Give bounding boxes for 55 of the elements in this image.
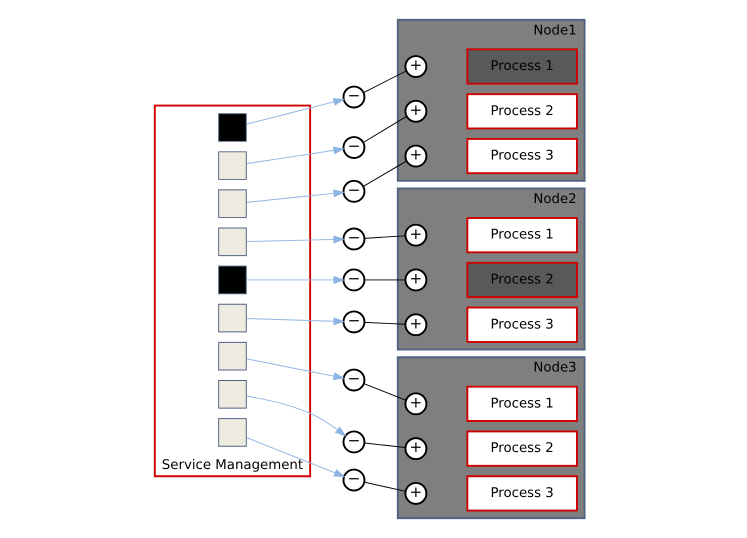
arrow: [246, 235, 345, 244]
node-box: Process 3: [466, 306, 578, 343]
node-circle: +: [404, 313, 428, 336]
node-circle: −: [342, 180, 366, 203]
node-circle: +: [404, 392, 428, 416]
connector: [364, 482, 406, 492]
node-circle: +: [404, 437, 428, 460]
node-box: [218, 418, 247, 447]
arrow: [246, 358, 345, 380]
arrow: [246, 317, 345, 326]
node-circle: +: [404, 268, 428, 292]
node-circle: −: [342, 430, 366, 454]
node-circle: −: [342, 268, 366, 292]
node-box: [218, 342, 247, 370]
node-box: Process 2: [466, 93, 578, 130]
node-box: Process 2: [466, 262, 578, 298]
arrow: [246, 189, 345, 203]
node-circle: −: [342, 228, 366, 250]
connector: [362, 116, 408, 143]
connector: [364, 279, 406, 280]
arrow: [246, 146, 345, 164]
node-circle: +: [404, 144, 428, 168]
connector: [364, 322, 406, 325]
node-circle: −: [342, 86, 366, 108]
cluster: Service Management: [154, 104, 312, 478]
node-box: [218, 380, 247, 409]
node-box: Process 1: [466, 217, 578, 254]
connector: [364, 442, 406, 448]
node-box: Process 2: [466, 430, 578, 467]
node-circle: −: [342, 368, 366, 392]
node-circle: +: [404, 100, 428, 123]
node-circle: +: [404, 482, 428, 505]
arrow: [246, 276, 345, 284]
node-box: Process 3: [466, 138, 578, 174]
node-circle: −: [342, 468, 366, 492]
node-box: [218, 304, 247, 332]
connector: [363, 70, 407, 94]
node-circle: +: [404, 55, 428, 78]
connector: [364, 383, 406, 401]
node-box: [218, 266, 247, 294]
connector: [362, 160, 407, 187]
node-box: Process 1: [466, 48, 578, 85]
node-box: [218, 113, 247, 142]
arrow: [246, 437, 346, 478]
node-circle: +: [404, 224, 428, 247]
node-box: [218, 228, 247, 256]
arrow: [246, 396, 346, 436]
arrow: [246, 98, 345, 125]
connector: [364, 235, 406, 239]
node-box: [218, 151, 247, 180]
node-box: Process 3: [466, 475, 578, 512]
node-circle: −: [342, 310, 366, 334]
node-box: Process 1: [466, 386, 578, 422]
node-box: [218, 189, 247, 218]
node-circle: −: [342, 136, 366, 159]
